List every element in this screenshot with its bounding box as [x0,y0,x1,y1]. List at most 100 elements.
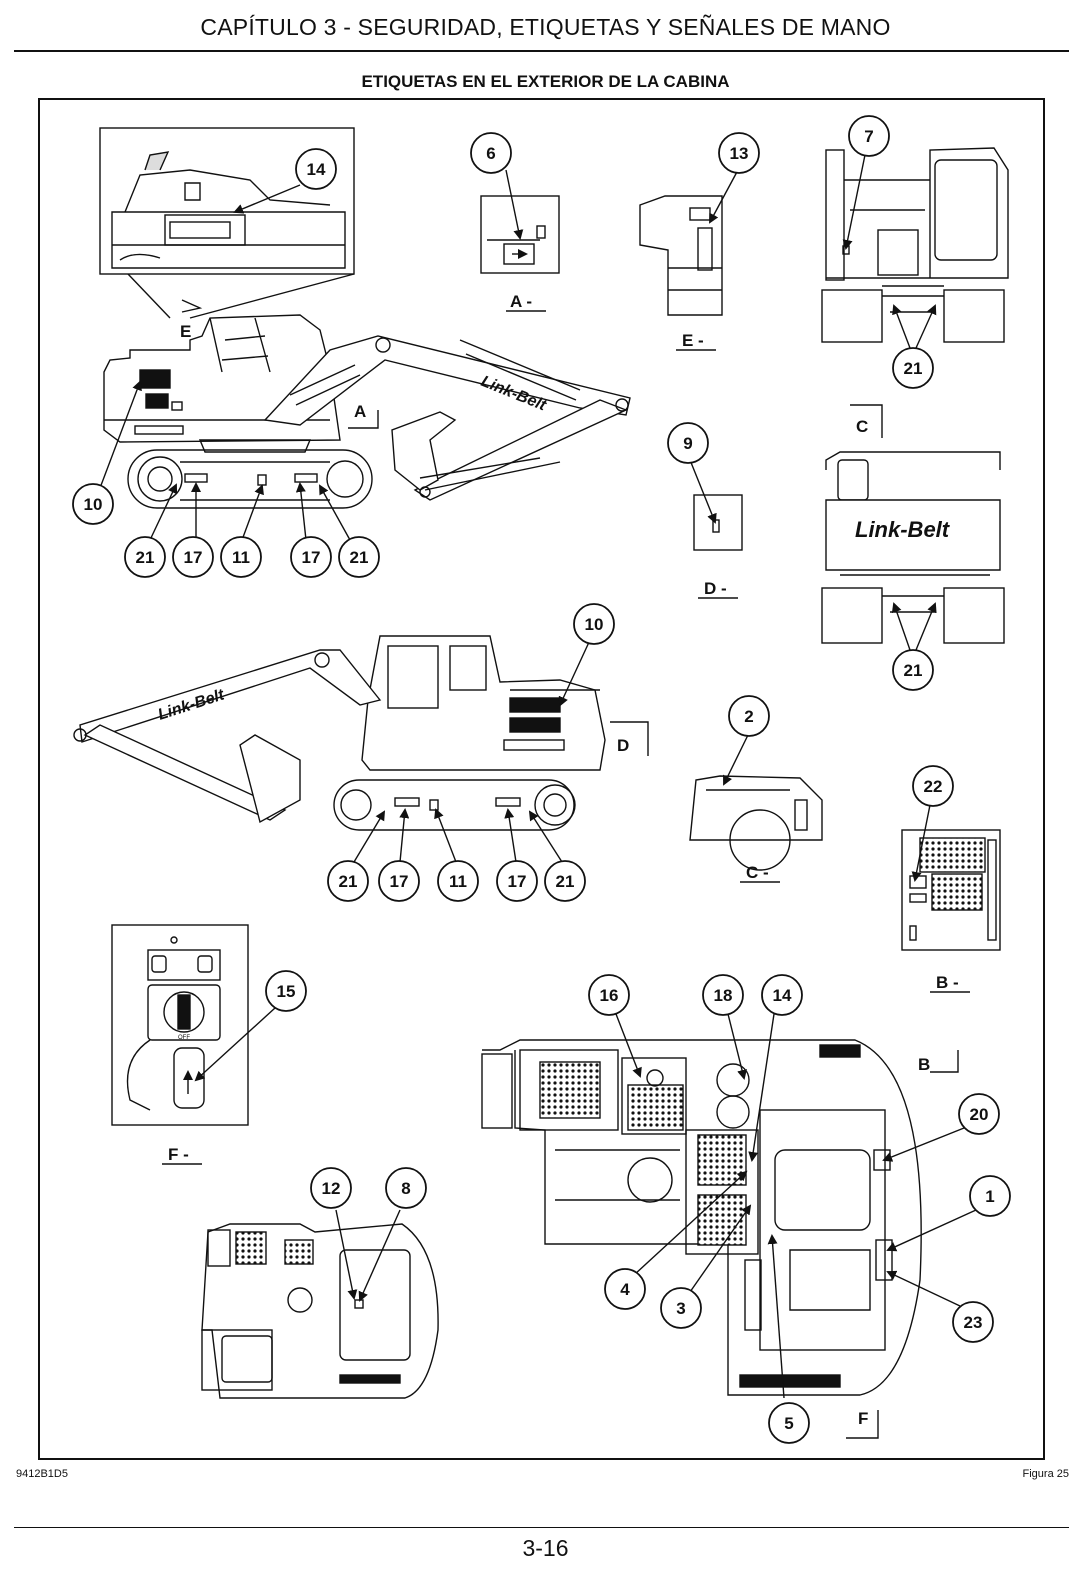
marker-f: F [858,1409,868,1428]
excavator-side-view-left: Link-Belt [103,314,631,509]
svg-text:7: 7 [864,127,873,146]
svg-text:23: 23 [964,1313,983,1332]
chapter-title: CAPÍTULO 3 - SEGURIDAD, ETIQUETAS Y SEÑA… [200,14,891,40]
callout-8: 8 [385,1167,427,1209]
svg-text:1: 1 [985,1187,994,1206]
switch-off-text: OFF [178,1035,190,1041]
callout-21-top: 21 [892,347,934,389]
view-f: OFF [111,924,249,1126]
footer-rule [14,1527,1069,1528]
svg-text:21: 21 [904,661,923,680]
view-label-b: B - [936,973,959,992]
callout-15: 15 [265,970,307,1012]
rear-view-top [821,147,1009,343]
callout-10-left: 10 [72,483,114,525]
callout-17-left-a: 17 [172,536,214,578]
callout-16: 16 [588,974,630,1016]
svg-text:2: 2 [744,707,753,726]
marker-b: B [918,1055,930,1074]
marker-a: A [354,402,366,421]
callouts: 6 13 7 14 21 10 21 17 11 17 21 9 21 10 2… [72,115,1011,1444]
callout-21-left-b: 21 [338,536,380,578]
svg-text:10: 10 [585,615,604,634]
marker-c: C [856,417,868,436]
callout-13: 13 [718,132,760,174]
view-label-c: C - [746,863,769,882]
upper-top-view-small [201,1223,439,1399]
callout-3: 3 [660,1287,702,1329]
callout-17-mid-b: 17 [496,860,538,902]
svg-text:4: 4 [620,1280,630,1299]
callout-11-mid: 11 [437,860,479,902]
callout-2: 2 [728,695,770,737]
svg-text:22: 22 [924,777,943,796]
marker-d: D [617,736,629,755]
callout-21-left-a: 21 [124,536,166,578]
callout-14-top: 14 [295,148,337,190]
svg-text:14: 14 [307,160,326,179]
callout-7: 7 [848,115,890,157]
svg-text:17: 17 [508,872,527,891]
callout-17-mid-a: 17 [378,860,420,902]
callout-18: 18 [702,974,744,1016]
view-label-a: A - [510,292,532,311]
svg-text:13: 13 [730,144,749,163]
svg-text:6: 6 [486,144,495,163]
svg-text:21: 21 [339,872,358,891]
svg-text:10: 10 [84,495,103,514]
svg-text:11: 11 [232,548,250,567]
leader-lines [99,149,977,1399]
callout-21-rear: 21 [892,649,934,691]
svg-text:18: 18 [714,986,733,1005]
view-labels: A - E - D - C - B - F - [162,292,970,1165]
svg-text:21: 21 [904,359,923,378]
view-a [480,195,560,274]
svg-text:8: 8 [401,1179,410,1198]
callout-10-right: 10 [573,603,615,645]
svg-text:14: 14 [773,986,792,1005]
callout-20: 20 [958,1093,1000,1135]
callout-5: 5 [768,1402,810,1444]
callout-21-mid-b: 21 [544,860,586,902]
callout-22: 22 [912,765,954,807]
rear-brand-text: Link-Belt [855,517,951,542]
section-title: ETIQUETAS EN EL EXTERIOR DE LA CABINA [361,72,730,91]
svg-text:9: 9 [683,434,692,453]
svg-text:17: 17 [390,872,409,891]
view-d [693,494,743,551]
view-label-e: E - [682,331,704,350]
excavator-side-view-right: Link-Belt [73,635,606,831]
callout-6: 6 [470,132,512,174]
figure-label: Figura 25 [1022,1468,1069,1480]
svg-text:12: 12 [322,1179,341,1198]
section-marker-letters: E A C D B F [180,322,930,1428]
view-b-small [901,829,1001,951]
svg-text:21: 21 [350,548,369,567]
section-marker-shapes [181,299,959,1439]
page-number: 3-16 [522,1535,569,1561]
callout-1: 1 [969,1175,1011,1217]
document-id: 9412B1D5 [16,1468,68,1480]
view-label-f: F - [168,1145,189,1164]
svg-text:17: 17 [184,548,203,567]
svg-text:11: 11 [449,872,467,891]
svg-text:5: 5 [784,1414,793,1433]
callout-9: 9 [667,422,709,464]
marker-e: E [180,322,191,341]
svg-text:17: 17 [302,548,321,567]
upper-top-view-large [481,1039,922,1396]
svg-text:21: 21 [556,872,575,891]
header-rule [14,50,1069,52]
callout-14-bottom: 14 [761,974,803,1016]
callout-12: 12 [310,1167,352,1209]
view-label-d: D - [704,579,727,598]
svg-text:20: 20 [970,1105,989,1124]
callout-21-mid-a: 21 [327,860,369,902]
callout-23: 23 [952,1301,994,1343]
svg-text:15: 15 [277,982,296,1001]
view-e [639,195,723,316]
callout-4: 4 [604,1268,646,1310]
figure-frame [38,98,1045,1460]
svg-text:3: 3 [676,1299,685,1318]
